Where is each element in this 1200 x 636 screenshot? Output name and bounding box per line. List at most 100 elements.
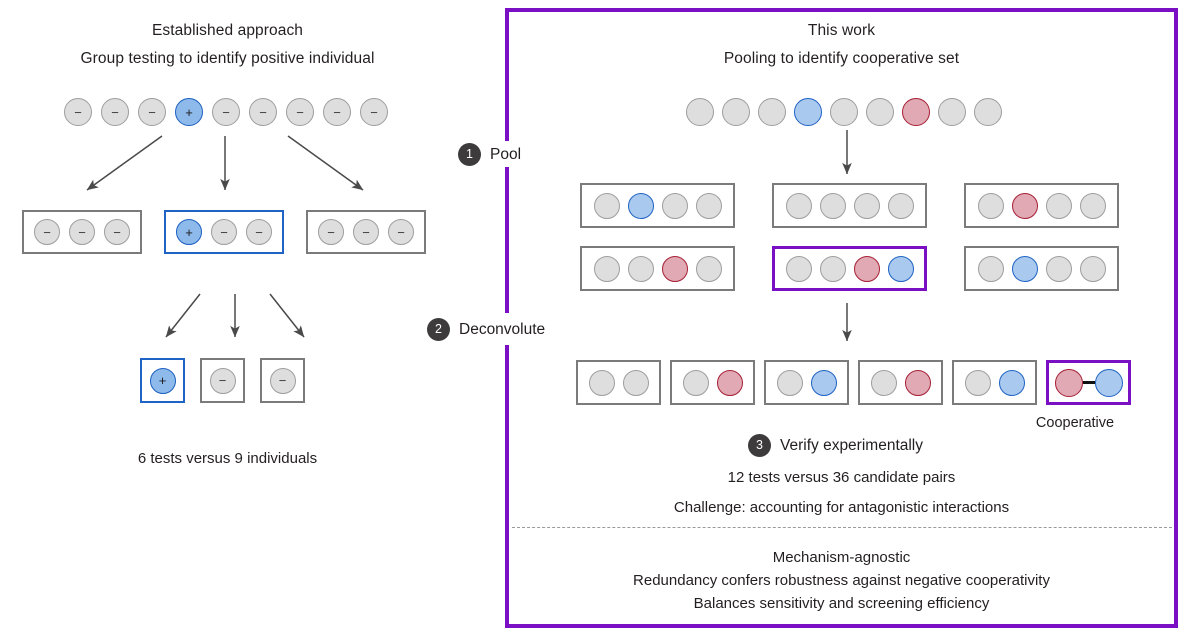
- individual-negative: −: [211, 219, 237, 245]
- group-box: +−−: [164, 210, 284, 254]
- pool-arrow: [842, 130, 852, 175]
- member-circle-red: [716, 369, 743, 396]
- individual-negative: −: [318, 219, 344, 245]
- single-box-row: +−−: [140, 358, 305, 403]
- right-panel-title: This work: [807, 22, 876, 39]
- member-circle-gray: [974, 98, 1002, 126]
- member-circle-blue: [794, 98, 822, 126]
- step-3-label: Verify experimentally: [780, 436, 924, 454]
- member-circle-gray: [830, 98, 858, 126]
- individual-negative: −: [212, 98, 240, 126]
- pool-box: [964, 246, 1119, 291]
- member-circle-gray: [682, 369, 709, 396]
- panel-border-top: [505, 8, 1178, 12]
- group-box: −−−: [306, 210, 426, 254]
- individual-negative: −: [246, 219, 272, 245]
- individual-row: −−−+−−−−−: [64, 98, 388, 126]
- member-circle-red: [904, 369, 931, 396]
- cooperative-label: Cooperative: [1035, 415, 1115, 431]
- member-circle-gray: [776, 369, 803, 396]
- candidate-pair-box: [952, 360, 1037, 405]
- individual-positive: +: [175, 98, 203, 126]
- advantage-line-3: Balances sensitivity and screening effic…: [693, 595, 990, 612]
- candidate-pair-box: [858, 360, 943, 405]
- single-test-box: −: [260, 358, 305, 403]
- member-circle-gray: [938, 98, 966, 126]
- step-2-badge: 2: [427, 318, 450, 341]
- member-circle-gray: [661, 192, 688, 219]
- individual-negative: −: [388, 219, 414, 245]
- member-circle-red: [661, 255, 688, 282]
- single-test-box: −: [200, 358, 245, 403]
- pool-box: [772, 246, 927, 291]
- candidate-pair-box: [764, 360, 849, 405]
- advantage-line-2: Redundancy confers robustness against ne…: [633, 572, 1050, 589]
- split-arrows-top: [86, 135, 364, 191]
- member-circle-gray: [1045, 192, 1072, 219]
- member-circle-gray: [819, 255, 846, 282]
- left-panel-title: Established approach: [151, 22, 304, 39]
- candidate-pair-row: [576, 360, 1131, 405]
- pool-box: [580, 246, 735, 291]
- library-row: [686, 98, 1002, 126]
- individual-negative: −: [34, 219, 60, 245]
- member-circle-gray: [977, 255, 1004, 282]
- member-circle-gray: [695, 255, 722, 282]
- member-circle-red: [902, 98, 930, 126]
- member-circle-blue: [810, 369, 837, 396]
- member-circle-gray: [593, 192, 620, 219]
- member-circle-gray: [887, 192, 914, 219]
- member-circle-gray: [627, 255, 654, 282]
- candidate-pair-box: [670, 360, 755, 405]
- member-circle-blue: [1094, 368, 1123, 397]
- pool-box: [772, 183, 927, 228]
- step-1-badge: 1: [458, 143, 481, 166]
- individual-negative: −: [323, 98, 351, 126]
- panel-border-right: [1174, 8, 1178, 628]
- member-circle-gray: [593, 255, 620, 282]
- member-circle-blue: [887, 255, 914, 282]
- step-2-deconvolute: 2 Deconvolute: [427, 318, 545, 341]
- panel-border-left-2: [505, 167, 509, 313]
- left-panel-footer: 6 tests versus 9 individuals: [137, 450, 318, 467]
- group-box-row: −−−+−−−−−: [22, 210, 426, 254]
- individual-negative: −: [104, 219, 130, 245]
- pool-box: [964, 183, 1119, 228]
- individual-negative: −: [138, 98, 166, 126]
- deconvolute-arrow: [842, 303, 852, 342]
- member-circle-blue: [1011, 255, 1038, 282]
- panel-border-left-3: [505, 345, 509, 628]
- member-circle-red: [853, 255, 880, 282]
- individual-positive: +: [149, 367, 176, 394]
- member-circle-gray: [758, 98, 786, 126]
- advantage-line-1: Mechanism-agnostic: [772, 549, 911, 566]
- interaction-link: [1082, 381, 1095, 384]
- individual-negative: −: [69, 219, 95, 245]
- individual-negative: −: [101, 98, 129, 126]
- member-circle-blue: [998, 369, 1025, 396]
- member-circle-gray: [1045, 255, 1072, 282]
- member-circle-gray: [1079, 192, 1106, 219]
- cooperative-pair-box: [1046, 360, 1131, 405]
- split-arrows-bottom: [165, 293, 305, 338]
- candidate-pair-box: [576, 360, 661, 405]
- member-circle-gray: [622, 369, 649, 396]
- summary-line-2: Challenge: accounting for antagonistic i…: [673, 499, 1010, 516]
- individual-negative: −: [353, 219, 379, 245]
- member-circle-gray: [866, 98, 894, 126]
- step-1-label: Pool: [490, 145, 522, 163]
- member-circle-blue: [627, 192, 654, 219]
- panel-border-left-1: [505, 8, 509, 141]
- section-divider: [512, 527, 1172, 528]
- panel-border-bottom: [505, 624, 1178, 628]
- individual-negative: −: [286, 98, 314, 126]
- member-circle-gray: [819, 192, 846, 219]
- right-panel-subtitle: Pooling to identify cooperative set: [723, 50, 960, 67]
- left-panel-subtitle: Group testing to identify positive indiv…: [80, 50, 375, 67]
- single-test-box: +: [140, 358, 185, 403]
- member-circle-gray: [853, 192, 880, 219]
- member-circle-gray: [785, 192, 812, 219]
- step-3-badge: 3: [748, 434, 771, 457]
- member-circle-gray: [964, 369, 991, 396]
